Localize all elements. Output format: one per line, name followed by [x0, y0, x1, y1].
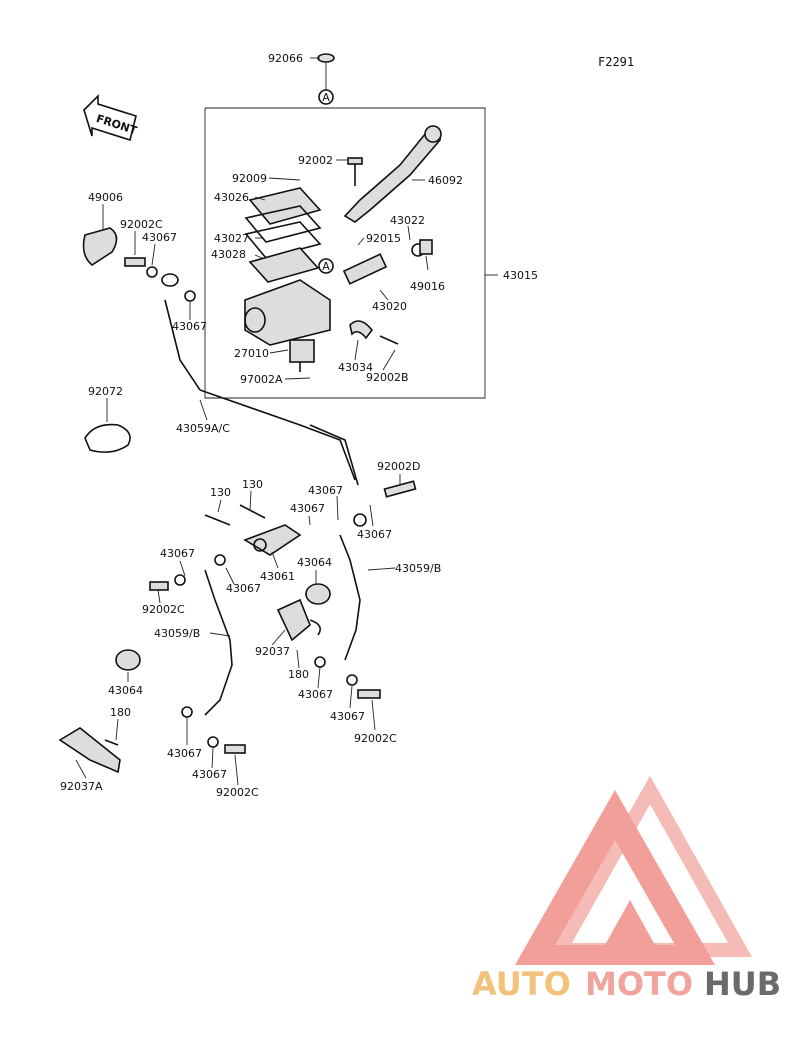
label-43034: 43034 [338, 361, 373, 374]
watermark-text-moto: MOTO [585, 965, 693, 1003]
leader-lines [75, 57, 429, 786]
label-43064-b: 43064 [108, 684, 143, 697]
label-49016: 49016 [410, 280, 445, 293]
label-43061: 43061 [260, 570, 295, 583]
watermark-logo [515, 775, 752, 965]
label-43067-a: 43067 [142, 231, 177, 244]
master-cylinder-body [244, 258, 334, 346]
label-92009: 92009 [232, 172, 267, 185]
watermark-text-hub: HUB [704, 965, 781, 1003]
washer-left-bottom-2 [207, 736, 219, 748]
label-92002c-c: 92002C [354, 732, 397, 745]
label-92002c-a: 92002C [120, 218, 163, 231]
label-43067-j: 43067 [167, 747, 202, 760]
label-49006: 49006 [88, 191, 123, 204]
grommet-43064-right [305, 583, 331, 605]
label-43015: 43015 [503, 269, 538, 282]
brake-hose-upper [124, 257, 359, 486]
label-92037a: 92037A [60, 780, 103, 793]
label-92072: 92072 [88, 385, 123, 398]
washer-right-bottom [314, 656, 326, 668]
reservoir-cover [244, 187, 322, 283]
grommet-43064-left [115, 649, 141, 671]
label-43028: 43028 [211, 248, 246, 261]
label-27010: 27010 [234, 347, 269, 360]
label-43067-c: 43067 [308, 484, 343, 497]
pivot-bolt [347, 157, 363, 186]
figure-code: F2291 [598, 55, 634, 69]
brake-hose-left [149, 554, 233, 716]
label-43022: 43022 [390, 214, 425, 227]
bracket-92037a [58, 727, 121, 774]
brake-lever [343, 125, 442, 223]
label-43067-d: 43067 [290, 502, 325, 515]
label-43026: 43026 [214, 191, 249, 204]
brake-switch [289, 339, 315, 372]
bolt-bottom-left [224, 744, 246, 754]
piston-assembly [342, 239, 433, 285]
label-43067-g: 43067 [226, 582, 261, 595]
brake-hose-right [339, 480, 417, 661]
label-92015: 92015 [366, 232, 401, 245]
label-43059b-left: 43059/B [154, 627, 200, 640]
label-92002: 92002 [298, 154, 333, 167]
label-130-a: 130 [210, 486, 231, 499]
hose-clip-92072 [84, 423, 131, 453]
label-43067-h: 43067 [298, 688, 333, 701]
label-92002b: 92002B [366, 371, 409, 384]
label-92002d: 92002D [377, 460, 420, 473]
label-180-a: 180 [288, 668, 309, 681]
label-43067-i: 43067 [330, 710, 365, 723]
label-43064-a: 43064 [297, 556, 332, 569]
label-43020: 43020 [372, 300, 407, 313]
assembly-box [204, 107, 486, 399]
watermark-text-auto: AUTO [472, 965, 571, 1003]
label-92037: 92037 [255, 645, 290, 658]
label-92066: 92066 [268, 52, 303, 65]
label-180-b: 180 [110, 706, 131, 719]
callout-a-top: A [322, 91, 330, 104]
label-92002c-d: 92002C [216, 786, 259, 799]
bolt-bottom-right [357, 689, 381, 699]
label-43059ac: 43059A/C [176, 422, 230, 435]
clamp-43034 [349, 320, 399, 345]
label-43027: 43027 [214, 232, 249, 245]
label-43067-f: 43067 [160, 547, 195, 560]
part-labels: 92066 92002 46092 92009 43026 43022 4302… [60, 52, 538, 799]
label-43067-k: 43067 [192, 768, 227, 781]
label-43059b-right: 43059/B [395, 562, 441, 575]
callout-a-mid: A [322, 260, 330, 273]
bracket-92037 [276, 598, 321, 642]
label-46092: 46092 [428, 174, 463, 187]
brake-joint-43061 [204, 504, 302, 556]
front-arrow-icon: FRONT [83, 94, 139, 142]
label-43067-b: 43067 [172, 320, 207, 333]
label-43067-e: 43067 [357, 528, 392, 541]
washer-left-bottom [181, 706, 193, 718]
label-92002c-b: 92002C [142, 603, 185, 616]
dust-cover-49006 [82, 227, 118, 266]
label-97002a: 97002A [240, 373, 283, 386]
washer-right-bottom-2 [346, 674, 358, 686]
label-130-b: 130 [242, 478, 263, 491]
